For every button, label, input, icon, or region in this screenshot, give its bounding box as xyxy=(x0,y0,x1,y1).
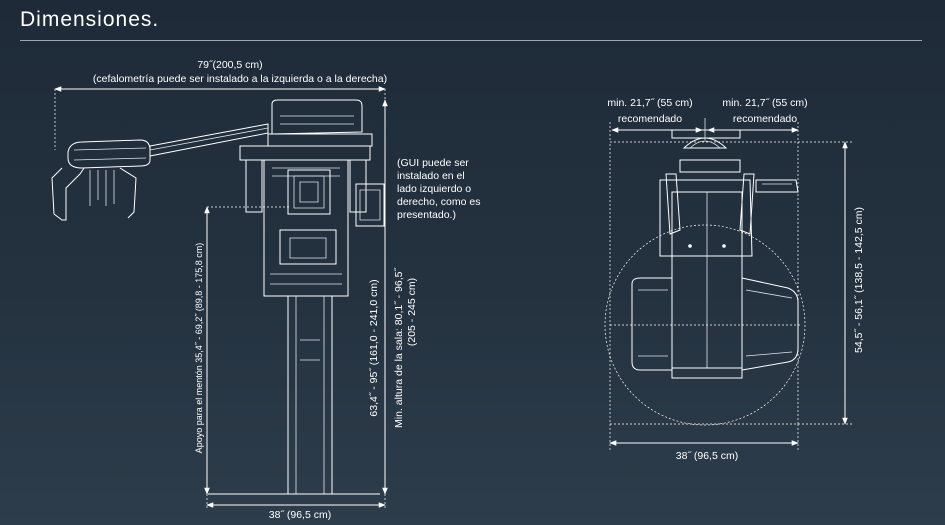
clearance-left-label: min. 21,7˝ (55 cm) xyxy=(607,97,692,109)
side-view-dimensions xyxy=(54,86,388,510)
room-height-cm-label: (205 - 245 cm) xyxy=(406,278,418,346)
rotation-circle xyxy=(604,224,806,426)
gui-note-line-3: lado izquierdo o xyxy=(397,183,471,195)
gui-note-line-4: derecho, como es xyxy=(397,196,480,208)
top-width-label: 38˝ (96,5 cm) xyxy=(676,450,738,462)
clearance-box xyxy=(609,141,799,425)
base-width-label: 38˝ (96,5 cm) xyxy=(269,509,331,521)
height-range-label: 63,4˝ - 95˝ (161,0 - 241,0 cm) xyxy=(368,279,380,416)
clearance-right-label: min. 21,7˝ (55 cm) xyxy=(722,97,807,109)
depth-label: 54,5˝ - 56,1˝ (138,5 - 142,5 cm) xyxy=(853,207,865,353)
width-total-label: 79˝(200,5 cm) xyxy=(197,59,262,71)
gui-note-line-1: (GUI puede ser xyxy=(397,157,469,169)
side-view-machine xyxy=(51,99,385,495)
clearance-left-sub: recomendado xyxy=(618,113,682,125)
top-view-machine xyxy=(604,118,806,426)
page-title: Dimensiones. xyxy=(20,8,160,31)
gui-note-line-5: presentado.) xyxy=(397,209,456,221)
title-divider xyxy=(20,40,922,41)
room-height-label: Min. altura de la sala: 80,1˝ - 96,5˝ xyxy=(393,267,405,428)
gui-note: (GUI puede ser instalado en el lado izqu… xyxy=(397,157,480,221)
chin-rest-label: Apoyo para el mentón 35,4˝ - 69,2˝ (89,8… xyxy=(194,243,204,454)
gui-note-line-2: instalado en el xyxy=(397,170,465,182)
top-view-dimensions xyxy=(609,122,852,450)
cephalo-note: (cefalometría puede ser instalado a la i… xyxy=(93,73,387,85)
clearance-right-sub: recomendado xyxy=(733,113,797,125)
